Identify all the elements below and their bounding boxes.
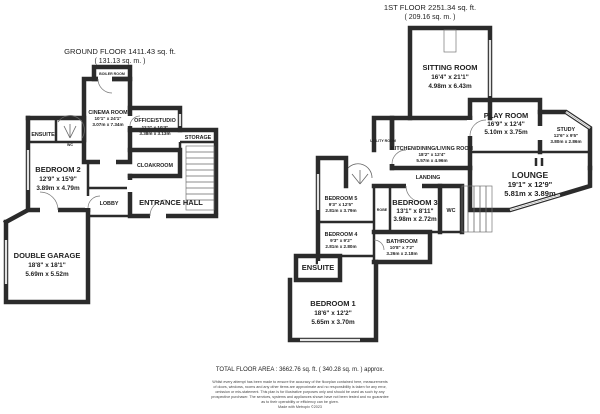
- bedroom-2-imperial: 12'9" x 15'9": [39, 176, 77, 183]
- kitchen-label: KITCHEN/DINING/LIVING ROOM: [391, 146, 474, 152]
- bathroom-imperial: 10'8" x 7'2": [390, 245, 414, 250]
- ground-stairs: [185, 145, 215, 211]
- bedroom-4-metric: 2.81m x 2.80m: [325, 244, 356, 249]
- cinema-room-metric: 3.07m x 7.34m: [92, 122, 123, 127]
- sitting-room-skylight: [443, 29, 457, 53]
- robe-label: ROBE: [377, 208, 388, 212]
- double-garage-imperial: 18'8" x 18'1": [28, 262, 66, 269]
- bedroom-4-imperial: 9'3" x 9'2": [330, 238, 352, 243]
- bedroom-1-imperial: 18'6" x 12'2": [314, 310, 352, 317]
- bedroom-3-label: BEDROOM 3: [392, 198, 437, 207]
- lounge-label: LOUNGE: [512, 170, 549, 180]
- bedroom-2-metric: 3.89m x 4.79m: [36, 185, 80, 192]
- cinema-room-imperial: 10'1" x 24'1": [95, 116, 122, 121]
- sitting-room-metric: 4.98m x 6.43m: [428, 83, 472, 90]
- ensuite-spiral-stairs: [57, 115, 85, 139]
- ensuite-label: ENSUITE: [302, 263, 335, 272]
- first-stairs-outline: [461, 185, 493, 233]
- disclaimer-line-1: Whilst every attempt has been made to en…: [212, 380, 388, 384]
- lounge-door-marks: [534, 158, 544, 166]
- ground-floor-area-metric: ( 131.13 sq. m. ): [95, 58, 146, 65]
- ground-stairs-outline: [185, 145, 215, 211]
- double-garage-metric: 5.69m x 5.52m: [25, 271, 69, 278]
- ground-floor-plan: GROUND FLOOR 1411.43 sq. ft. ( 131.13 sq…: [2, 47, 219, 305]
- ensuite-walls: [293, 253, 343, 283]
- first-floor-plan: 1ST FLOOR 2251.34 sq. ft. ( 209.16 sq. m…: [287, 3, 593, 343]
- bedroom-2-label: BEDROOM 2: [35, 165, 80, 174]
- bedroom-5-imperial: 9'3" x 12'5": [329, 202, 353, 207]
- play-room-imperial: 16'9" x 12'4": [487, 121, 525, 128]
- sitting-room-imperial: 16'4" x 21'1": [431, 74, 469, 81]
- bathroom-metric: 3.26m x 2.18m: [386, 251, 417, 256]
- bedroom-3-metric: 3.98m x 2.72m: [393, 216, 437, 223]
- bathroom-label: BATHROOM: [386, 239, 418, 245]
- disclaimer-line-3: omission or mis-statement. This plan is …: [215, 390, 384, 394]
- office-metric: 3.38m x 3.13m: [139, 131, 170, 136]
- bathroom-walls: [371, 229, 433, 265]
- storage-walls: [177, 127, 219, 215]
- bedroom-5-metric: 2.81m x 3.79m: [325, 208, 356, 213]
- bedroom-4-label: BEDROOM 4: [325, 232, 358, 238]
- office-label: OFFICE/STUDIO: [134, 118, 176, 124]
- garage-corner-wall: [2, 206, 32, 226]
- utility-room-label: UTILITY ROOM: [370, 139, 396, 143]
- cloakroom-label: CLOAKROOM: [137, 163, 173, 169]
- first-floor-stairs: [461, 185, 493, 233]
- study-label: STUDY: [557, 127, 576, 133]
- wc-label: WC: [447, 208, 456, 214]
- utility-spiral-stairs: [347, 163, 373, 185]
- cloakroom-walls: [127, 147, 183, 179]
- kitchen-metric: 5.57m x 4.96m: [416, 158, 447, 163]
- lounge-imperial: 19'1" x 12'9": [508, 180, 553, 189]
- cinema-room-label: CINEMA ROOM: [88, 110, 128, 116]
- lobby-label: LOBBY: [100, 201, 119, 207]
- office-imperial: 11'1" x 10'3": [142, 125, 169, 130]
- storage-label: STORAGE: [185, 135, 212, 141]
- disclaimer-credit: Made with Metropix ©2023: [278, 405, 322, 409]
- double-garage-label: DOUBLE GARAGE: [14, 251, 81, 260]
- boiler-room-label: BOILER ROOM: [99, 72, 125, 76]
- bedroom-1-metric: 5.65m x 3.70m: [311, 319, 355, 326]
- first-floor-title: 1ST FLOOR 2251.34 sq. ft.: [384, 3, 476, 12]
- wc-label: WC: [67, 143, 73, 147]
- study-imperial: 12'6" x 9'5": [554, 133, 578, 138]
- entrance-hall-label: ENTRANCE HALL: [139, 198, 203, 207]
- bedroom-5-label: BEDROOM 5: [325, 196, 358, 202]
- study-metric: 3.80m x 2.86m: [550, 139, 581, 144]
- bedroom-1-label: BEDROOM 1: [310, 299, 355, 308]
- ground-floor-title: GROUND FLOOR 1411.43 sq. ft.: [64, 47, 176, 56]
- disclaimer-line-5: as to their operability or efficiency ca…: [261, 400, 339, 404]
- lounge-metric: 5.81m x 3.89m: [504, 189, 556, 198]
- sitting-room-walls: [407, 25, 493, 121]
- first-floor-area-metric: ( 209.16 sq. m. ): [405, 14, 456, 21]
- landing-label: LANDING: [416, 175, 441, 181]
- total-floor-area: TOTAL FLOOR AREA : 3662.76 sq. ft. ( 340…: [216, 367, 385, 373]
- disclaimer-line-4: prospective purchaser. The services, sys…: [211, 395, 388, 399]
- footer: TOTAL FLOOR AREA : 3662.76 sq. ft. ( 340…: [211, 367, 388, 409]
- kitchen-imperial: 18'2" x 12'4": [419, 152, 446, 157]
- sitting-room-label: SITTING ROOM: [423, 63, 478, 72]
- ensuite-label: ENSUITE: [31, 132, 55, 138]
- play-room-label: PLAY ROOM: [484, 111, 529, 120]
- bedroom-3-imperial: 13'1" x 8'11": [396, 208, 433, 215]
- disclaimer-line-2: of doors, windows, rooms and any other i…: [213, 385, 386, 389]
- play-room-metric: 5.10m x 3.75m: [484, 129, 528, 136]
